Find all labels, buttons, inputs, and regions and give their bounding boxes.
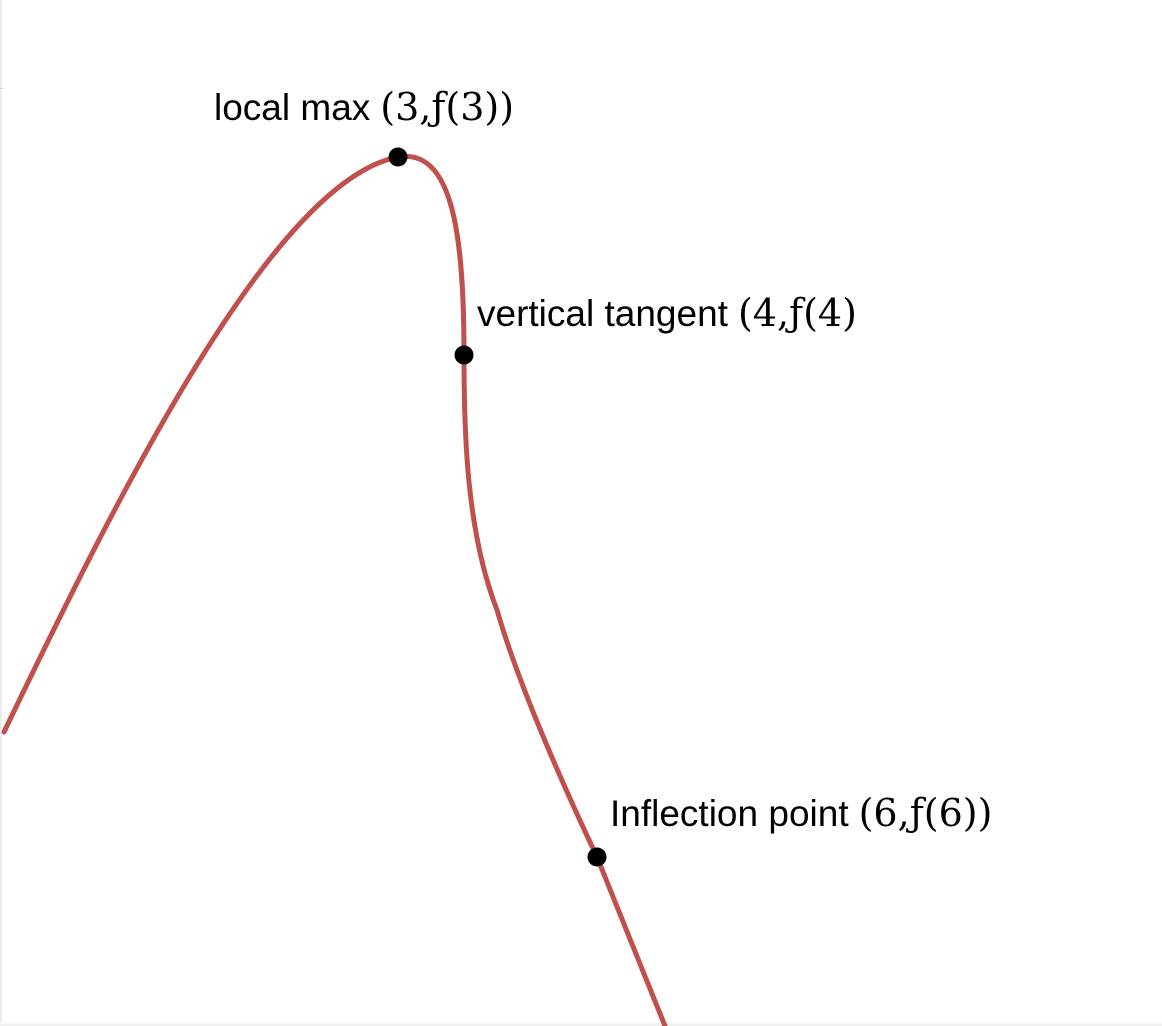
bottom-edge-shadow (0, 1022, 1162, 1026)
inflection-coords: (6,ƒ(6)) (858, 791, 993, 835)
vertical-tangent-text: vertical tangent (477, 293, 728, 334)
left-edge-shadow (0, 0, 3, 1026)
inflection-label: Inflection point(6,ƒ(6)) (610, 794, 992, 832)
left-edge-tick (0, 88, 3, 89)
local-max-text: local max (214, 87, 371, 128)
vertical-tangent-coords: (4,ƒ(4) (737, 291, 857, 335)
vertical-tangent-point (454, 345, 474, 365)
function-curve (1, 153, 668, 1026)
inflection-text: Inflection point (610, 793, 849, 834)
vertical-tangent-label: vertical tangent(4,ƒ(4) (477, 294, 857, 332)
local-max-label: local max(3,ƒ(3)) (214, 88, 514, 126)
local-max-point (388, 147, 408, 167)
local-max-coords: (3,ƒ(3)) (380, 85, 515, 129)
inflection-point (587, 847, 607, 867)
